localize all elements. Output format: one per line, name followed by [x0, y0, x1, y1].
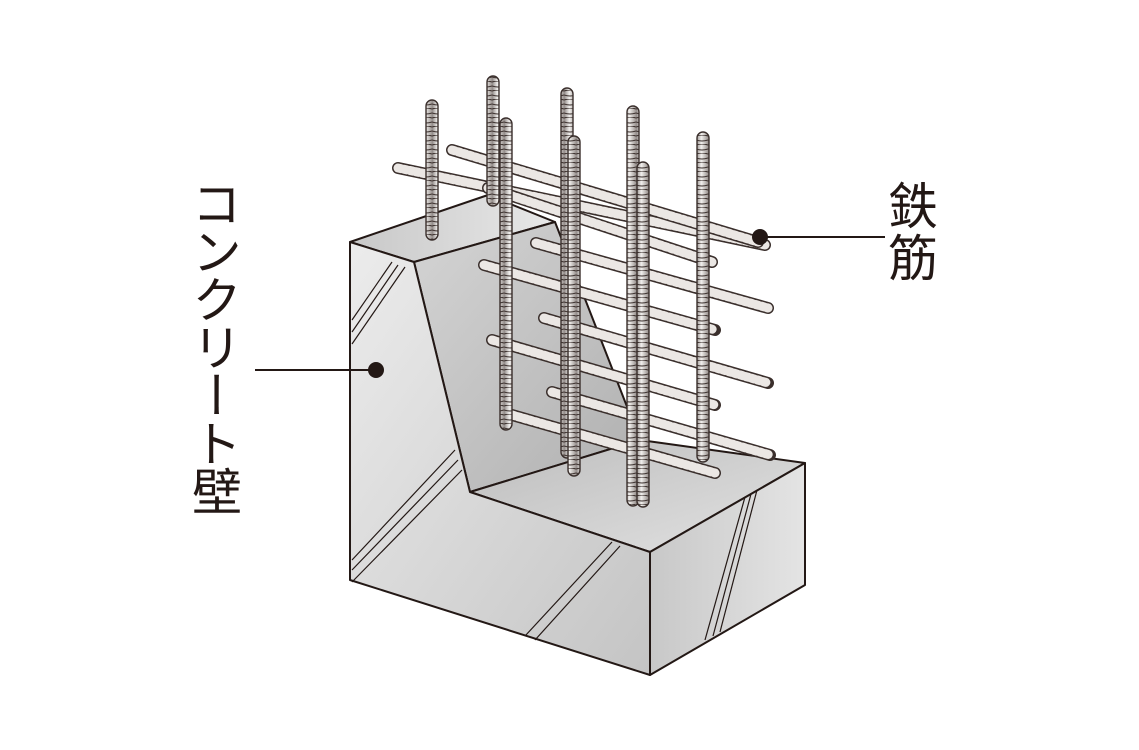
rebar-grid: [392, 75, 776, 508]
label-concrete-wall: コンクリート壁: [184, 178, 242, 514]
leader-dot-icon: [368, 362, 384, 378]
leader-rebar: [752, 229, 885, 245]
footing-right-face: [649, 462, 806, 676]
leader-concrete: [255, 362, 384, 378]
label-rebar: 鉄筋: [880, 180, 938, 284]
concrete-texture-lines: [351, 261, 758, 641]
vertical-rebars: [425, 75, 710, 508]
leader-dot-icon: [752, 229, 768, 245]
